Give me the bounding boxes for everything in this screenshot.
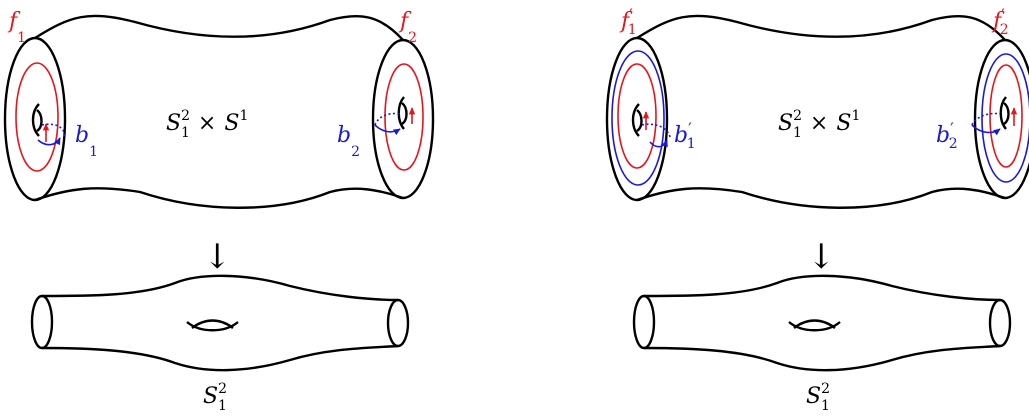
b2-curve-dotted [374, 112, 401, 126]
label-f1-prime: f′1 [619, 5, 637, 38]
b1-prime-curve-dotted [641, 123, 671, 138]
base-right-end [386, 298, 410, 348]
base-hole-upper-prime [793, 319, 836, 329]
right-end-ellipse [371, 38, 435, 200]
left-end-ellipse [3, 36, 67, 202]
base-right-end-prime [988, 298, 1012, 348]
left-end-ellipse-prime [605, 36, 669, 202]
b2-curve-solid [374, 124, 401, 136]
label-f1: f1 [7, 9, 26, 46]
base-left-end-prime [632, 294, 656, 350]
label-b2-prime: b′2 [936, 119, 958, 152]
base-top-outline [41, 274, 399, 302]
label-f2-prime: f′2 [991, 5, 1009, 38]
b1-curve-solid [37, 137, 61, 146]
tube-bottom-outline-prime [636, 187, 1006, 209]
projection-arrow: ↓ [203, 237, 232, 277]
label-b2: b2 [337, 123, 360, 160]
b1-curve-dotted [41, 123, 66, 138]
tube-bottom-outline [34, 187, 404, 209]
hole-left [31, 103, 43, 137]
b1-prime-curve-solid [649, 139, 668, 148]
base-top-outline-prime [643, 274, 1001, 302]
hole-right-prime [999, 96, 1010, 130]
base-surface-prime [632, 274, 1012, 372]
blue-loop-right [981, 53, 1029, 183]
base-hole-lower-prime [788, 321, 841, 332]
total-space-tube-prime [605, 14, 1029, 209]
total-space-tube [3, 14, 435, 209]
fiber-f1-prime-loop [617, 63, 657, 169]
hole-right [397, 96, 408, 130]
label-b1: b1 [75, 123, 98, 160]
base-bottom-outline-prime [643, 344, 1001, 372]
base-surface [30, 274, 410, 372]
blue-loop-left [611, 50, 665, 186]
fiber-f2-prime-loop [989, 64, 1023, 168]
tube-top-outline-prime [636, 14, 1006, 41]
b2-prime-curve-solid [971, 124, 1001, 136]
projection-arrow-prime: ↓ [807, 237, 836, 277]
base-bottom-outline [41, 344, 399, 372]
base-hole-lower [186, 321, 239, 332]
label-b1-prime: b′1 [674, 119, 696, 152]
fiber-f2-loop [384, 63, 424, 171]
hole-left-prime [631, 103, 643, 137]
base-hole-upper [191, 319, 234, 329]
tube-top-outline [34, 14, 404, 41]
base-left-end [30, 294, 54, 350]
fiber-f1-loop [15, 62, 59, 172]
right-end-ellipse-prime [973, 38, 1029, 200]
